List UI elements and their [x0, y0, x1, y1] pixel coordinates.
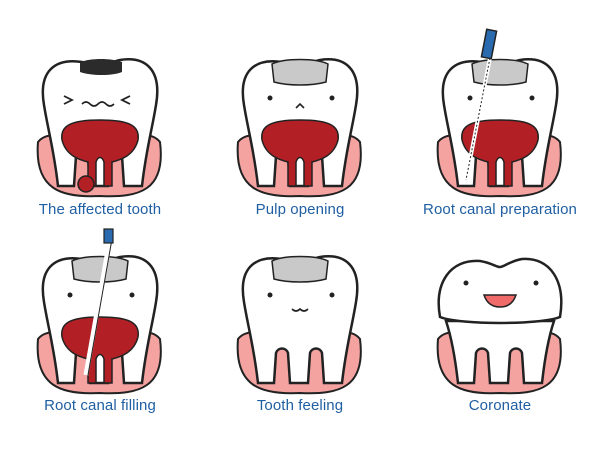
tooth-crown: [241, 255, 359, 385]
step-label: Pulp opening: [255, 201, 345, 218]
sealed-filling: [271, 255, 329, 283]
wavy-mouth: [81, 101, 115, 107]
cavity-opening: [71, 255, 129, 283]
eye-right: [533, 280, 539, 286]
step-label: Coronate: [468, 397, 532, 414]
abscess: [77, 175, 95, 193]
pulp-opening-illustration: [236, 58, 362, 198]
pulp: [261, 119, 339, 187]
tooth-root: [444, 319, 556, 385]
eye-right: [329, 95, 335, 101]
pulp: [461, 119, 539, 187]
squint-eye-right: [119, 95, 131, 105]
step-label: Root canal preparation: [423, 201, 577, 218]
coronate-illustration: [436, 257, 563, 395]
filling-point: [83, 238, 113, 376]
squint-eye-left: [63, 95, 75, 105]
cavity-opening: [471, 58, 529, 86]
eye-right: [129, 292, 135, 298]
filling-point-edge: [87, 238, 113, 376]
filling-handle: [103, 228, 114, 244]
eye-left: [463, 280, 469, 286]
eye-right: [329, 292, 335, 298]
step-coronate: Coronate: [400, 225, 600, 450]
eye-left: [267, 292, 273, 298]
eye-left: [467, 95, 473, 101]
step-label: Root canal filling: [44, 397, 156, 414]
decay: [80, 59, 122, 75]
step-tooth-feeling: Tooth feeling: [200, 225, 400, 450]
root-canal-preparation-illustration: [436, 28, 562, 198]
eye-left: [267, 95, 273, 101]
root-canal-filling-illustration: [36, 228, 162, 395]
file-handle: [480, 28, 498, 60]
mouth: [295, 102, 305, 109]
crown-cap: [437, 257, 563, 325]
step-root-canal-preparation: Root canal preparation: [400, 0, 600, 225]
step-label: Tooth feeling: [256, 397, 344, 414]
eye-right: [529, 95, 535, 101]
smile: [291, 307, 309, 312]
affected-tooth-illustration: [36, 58, 162, 198]
step-label: The affected tooth: [38, 201, 162, 218]
tooth-feeling-illustration: [236, 255, 362, 395]
eye-left: [67, 292, 73, 298]
cavity-opening: [271, 58, 329, 86]
pulp: [61, 119, 139, 187]
step-affected-tooth: The affected tooth: [0, 0, 200, 225]
step-pulp-opening: Pulp opening: [200, 0, 400, 225]
step-root-canal-filling: Root canal filling: [0, 225, 200, 450]
file-shaft-outline: [465, 57, 491, 181]
open-smile: [482, 294, 518, 308]
